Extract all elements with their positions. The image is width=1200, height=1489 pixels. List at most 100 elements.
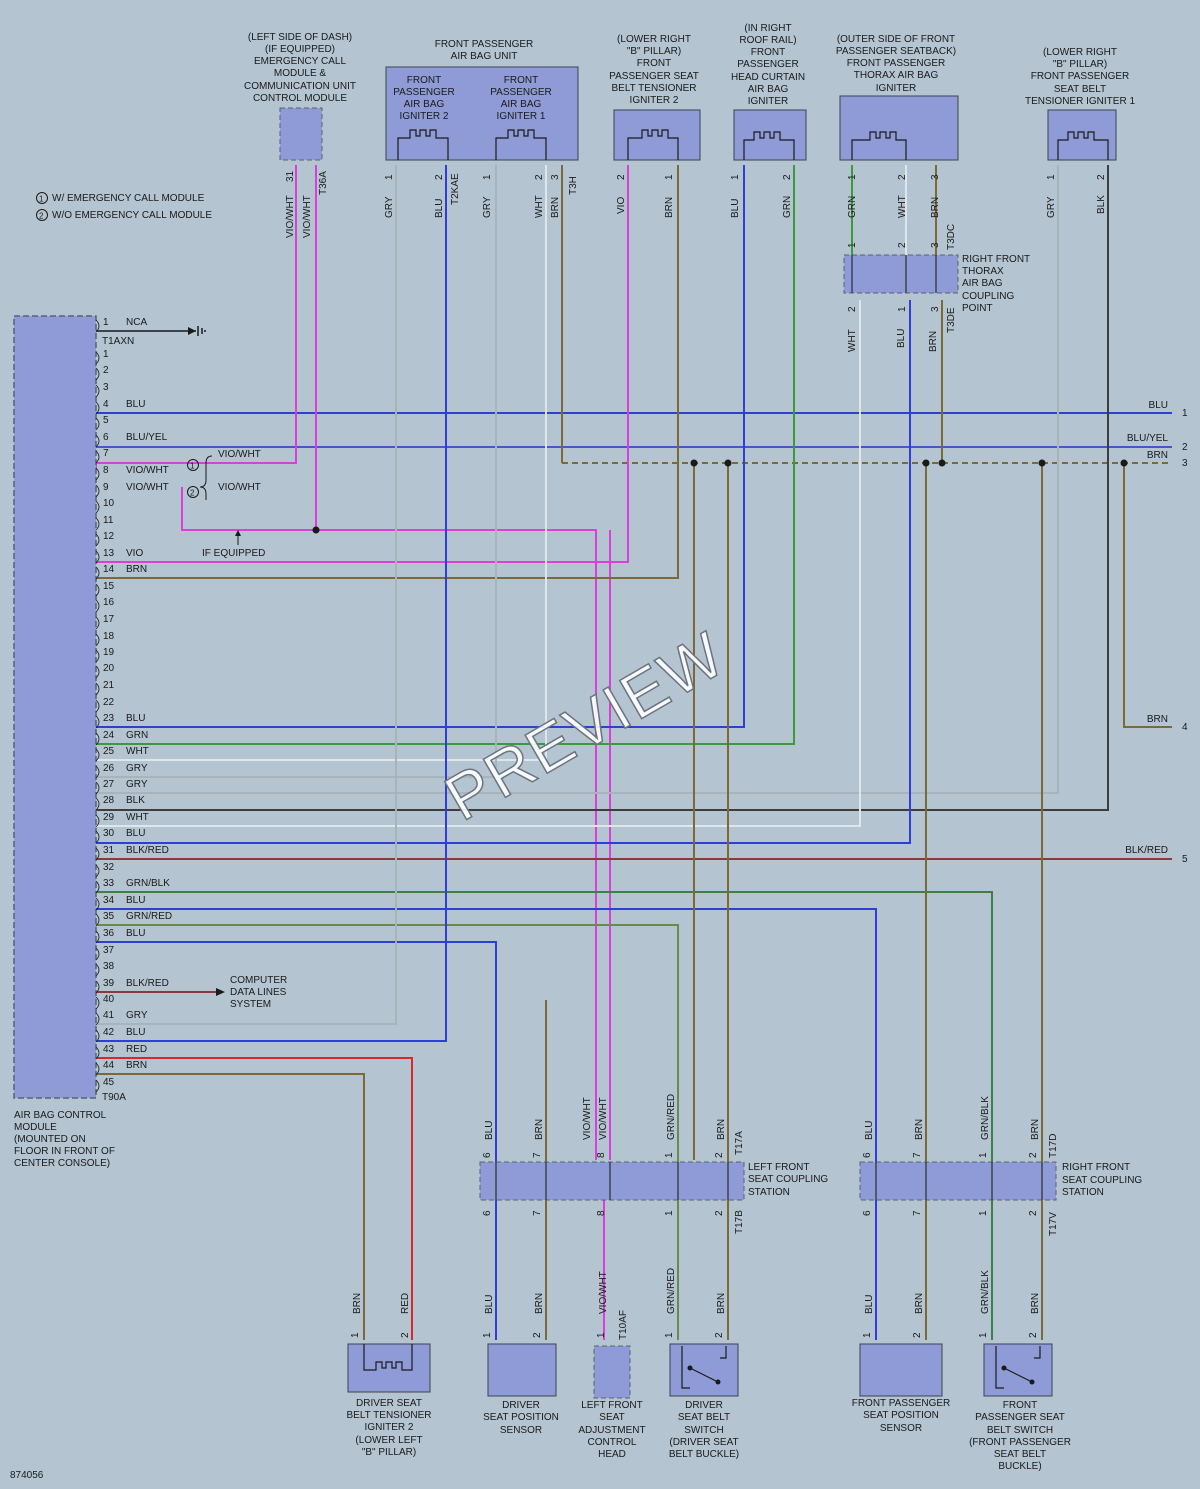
wire-grn-pin24 xyxy=(96,165,795,745)
wires xyxy=(95,165,1172,1340)
pin-tick xyxy=(95,864,100,878)
module-pin-wire: BLK/RED xyxy=(126,845,169,856)
svg-text:BELT TENSIONER: BELT TENSIONER xyxy=(346,1410,431,1421)
svg-text:PASSENGER SEAT: PASSENGER SEAT xyxy=(609,71,699,82)
svg-text:2: 2 xyxy=(1028,1332,1039,1338)
ground-icon xyxy=(188,326,206,336)
bottom-wire-labels: BLU BRN VIO/WHT VIO/WHT GRN/RED BRN T17A… xyxy=(352,1094,1059,1340)
module-pin-number: 19 xyxy=(103,647,115,658)
svg-text:"B" PILLAR): "B" PILLAR) xyxy=(362,1447,416,1458)
module-pin-number: 30 xyxy=(103,828,115,839)
svg-text:2: 2 xyxy=(534,174,545,180)
svg-text:FRONT: FRONT xyxy=(407,75,441,86)
svg-text:3: 3 xyxy=(1182,458,1188,469)
pin-tick xyxy=(95,1079,100,1093)
module-label-1: AIR BAG CONTROL xyxy=(14,1110,107,1121)
document-id: 874056 xyxy=(10,1470,44,1481)
svg-text:VIO/WHT: VIO/WHT xyxy=(582,1097,593,1140)
airbag-control-module xyxy=(13,315,97,1099)
pin-tick xyxy=(95,897,100,911)
pin-tick xyxy=(95,830,100,844)
svg-text:3: 3 xyxy=(930,306,941,312)
svg-text:AIR BAG: AIR BAG xyxy=(748,84,789,95)
pin-tick xyxy=(95,417,100,431)
svg-text:HEAD CURTAIN: HEAD CURTAIN xyxy=(731,72,805,83)
module-pin-number: 4 xyxy=(103,399,109,410)
computer-data-lines: COMPUTER DATA LINES SYSTEM xyxy=(216,975,287,1010)
svg-text:ROOF RAIL): ROOF RAIL) xyxy=(739,35,796,46)
svg-text:(IN RIGHT: (IN RIGHT xyxy=(744,23,791,34)
svg-text:2: 2 xyxy=(714,1210,725,1216)
module-pin-wire: BLU xyxy=(126,928,145,939)
svg-text:BLU: BLU xyxy=(730,199,741,218)
wire-blu-pin36 xyxy=(96,941,497,1340)
svg-text:MODULE &: MODULE & xyxy=(274,68,327,79)
svg-text:6: 6 xyxy=(482,1210,493,1216)
wire-brn-pin44 xyxy=(96,1073,365,1340)
module-pin-number: 28 xyxy=(103,795,115,806)
module-pin-number: 12 xyxy=(103,531,115,542)
module-pin-number: 45 xyxy=(103,1077,115,1088)
svg-text:AIR BAG: AIR BAG xyxy=(501,99,542,110)
pin-tick xyxy=(95,599,100,613)
svg-text:T3DE: T3DE xyxy=(946,307,957,333)
svg-text:1: 1 xyxy=(1182,408,1188,419)
svg-text:RED: RED xyxy=(400,1293,411,1314)
module-pin-number: 8 xyxy=(103,465,109,476)
svg-text:VIO/WHT: VIO/WHT xyxy=(598,1097,609,1140)
module-pin-wire: NCA xyxy=(126,317,147,328)
svg-text:BRN: BRN xyxy=(930,197,941,218)
pin-tick xyxy=(95,797,100,811)
svg-text:T17A: T17A xyxy=(734,1131,745,1155)
svg-text:WHT: WHT xyxy=(847,329,858,352)
module-pin-number: 10 xyxy=(103,498,115,509)
svg-text:GRY: GRY xyxy=(1046,196,1057,218)
pin-tick xyxy=(95,847,100,861)
svg-text:SWITCH: SWITCH xyxy=(684,1425,723,1436)
svg-text:RIGHT FRONT: RIGHT FRONT xyxy=(962,254,1030,265)
pin-tick xyxy=(95,665,100,679)
svg-text:(LOWER RIGHT: (LOWER RIGHT xyxy=(1043,47,1117,58)
svg-text:BUCKLE): BUCKLE) xyxy=(998,1461,1041,1472)
svg-text:GRN: GRN xyxy=(847,196,858,218)
svg-text:SENSOR: SENSOR xyxy=(500,1425,542,1436)
svg-text:IF EQUIPPED: IF EQUIPPED xyxy=(202,548,265,559)
svg-text:THORAX: THORAX xyxy=(962,266,1004,277)
module-pin-wire: BLU xyxy=(126,895,145,906)
svg-text:T17V: T17V xyxy=(1048,1212,1059,1236)
pin-tick xyxy=(95,980,100,994)
svg-text:GRN/BLK: GRN/BLK xyxy=(980,1096,991,1140)
pin-tick xyxy=(95,682,100,696)
module-pin-number: 29 xyxy=(103,812,115,823)
svg-text:1: 1 xyxy=(978,1152,989,1158)
module-pin-number: 1 xyxy=(103,349,109,360)
top-wire-labels: VIO/WHT VIO/WHT 31 T36A GRY BLU T2KAE GR… xyxy=(285,170,1107,352)
svg-text:SEAT BELT: SEAT BELT xyxy=(994,1449,1046,1460)
svg-text:BRN: BRN xyxy=(1030,1293,1041,1314)
svg-text:PASSENGER SEATBACK): PASSENGER SEATBACK) xyxy=(836,46,956,57)
pin-tick xyxy=(95,616,100,630)
svg-text:1: 1 xyxy=(897,306,908,312)
module-pin-wire: BLK/RED xyxy=(126,978,169,989)
svg-text:FRONT PASSENGER: FRONT PASSENGER xyxy=(435,39,534,50)
module-pin-number: 6 xyxy=(103,432,109,443)
pin-tick xyxy=(95,996,100,1010)
svg-text:2: 2 xyxy=(1028,1152,1039,1158)
svg-text:IGNITER 2: IGNITER 2 xyxy=(630,95,679,106)
svg-text:(LEFT SIDE OF DASH): (LEFT SIDE OF DASH) xyxy=(248,32,352,43)
svg-text:1: 1 xyxy=(596,1332,607,1338)
right-edge-labels: BLU 1 BLU/YEL 2 BRN 3 BRN 4 BLK/RED 5 xyxy=(1125,400,1188,865)
svg-text:VIO/WHT: VIO/WHT xyxy=(598,1271,609,1314)
module-pin-wire: BLU/YEL xyxy=(126,432,168,443)
svg-text:SEAT POSITION: SEAT POSITION xyxy=(483,1412,559,1423)
svg-text:1: 1 xyxy=(664,1210,675,1216)
svg-text:EMERGENCY CALL: EMERGENCY CALL xyxy=(254,56,347,67)
wire-wht-pin29 xyxy=(96,300,861,827)
svg-text:T36A: T36A xyxy=(318,171,329,195)
svg-text:BRN: BRN xyxy=(664,197,675,218)
svg-text:FRONT: FRONT xyxy=(751,47,785,58)
svg-text:STATION: STATION xyxy=(1062,1187,1104,1198)
svg-text:31: 31 xyxy=(285,170,296,182)
svg-text:DRIVER: DRIVER xyxy=(502,1400,540,1411)
wire-blu-pin42 xyxy=(96,165,447,1042)
